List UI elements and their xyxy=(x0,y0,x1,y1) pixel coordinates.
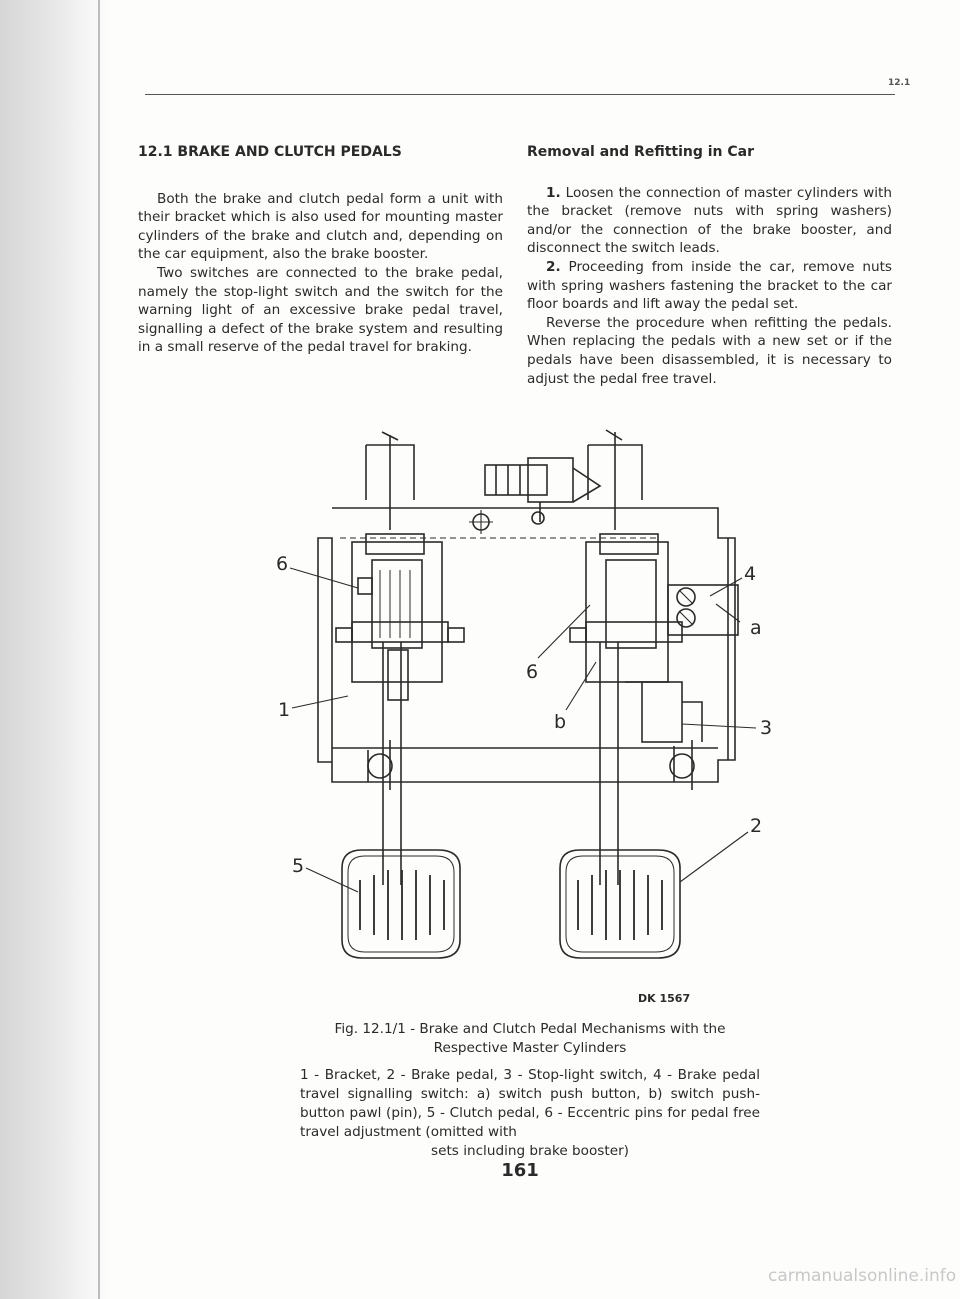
step-1: 1. Loosen the connection of master cylin… xyxy=(527,184,892,258)
closing-paragraph: Reverse the procedure when refitting the… xyxy=(527,314,892,387)
procedure-heading: Removal and Refitting in Car xyxy=(527,144,755,160)
figure-label-2: 2 xyxy=(750,815,762,837)
pedal-drawing: 6 1 5 6 b 4 a 3 2 DK 1567 xyxy=(276,429,772,1005)
switches-paragraph: Two switches are connected to the brake … xyxy=(138,264,503,356)
figure-legend-text: 1 - Bracket, 2 - Brake pedal, 3 - Stop-l… xyxy=(300,1067,760,1140)
figure-label-b: b xyxy=(554,711,566,733)
page-binding-shadow xyxy=(0,0,112,1299)
step-1-text: Loosen the connection of master cylinder… xyxy=(527,184,892,257)
binding-edge xyxy=(98,0,100,1299)
figure-legend-last-line: sets including brake booster) xyxy=(431,1143,629,1159)
figure-code: DK 1567 xyxy=(638,992,690,1005)
running-head: 12.1 xyxy=(888,78,911,88)
figure-label-5: 5 xyxy=(292,855,304,877)
pedal-mechanism-figure: 6 1 5 6 b 4 a 3 2 DK 1567 xyxy=(270,410,790,1015)
step-2-text: Proceeding from inside the car, remove n… xyxy=(527,258,892,313)
left-column: 12.1 BRAKE AND CLUTCH PEDALS Both the br… xyxy=(138,143,503,357)
figure-label-a: a xyxy=(750,617,762,639)
step-2-number: 2. xyxy=(546,258,561,275)
header-rule xyxy=(145,94,895,95)
figure-label-6-center: 6 xyxy=(526,661,538,683)
figure-label-3: 3 xyxy=(760,717,772,739)
watermark: carmanualsonline.info xyxy=(768,1266,957,1286)
intro-paragraph: Both the brake and clutch pedal form a u… xyxy=(138,190,503,263)
figure-label-1: 1 xyxy=(278,699,290,721)
page-number: 161 xyxy=(501,1160,539,1181)
figure-label-6-left: 6 xyxy=(276,553,288,575)
step-2: 2. Proceeding from inside the car, remov… xyxy=(527,258,892,314)
figure-caption-title: Fig. 12.1/1 - Brake and Clutch Pedal Mec… xyxy=(334,1021,726,1056)
step-1-number: 1. xyxy=(546,184,561,201)
figure-label-4: 4 xyxy=(744,563,756,585)
section-heading: 12.1 BRAKE AND CLUTCH PEDALS xyxy=(138,144,402,160)
right-column: Removal and Refitting in Car 1. Loosen t… xyxy=(527,143,892,388)
figure-legend: 1 - Bracket, 2 - Brake pedal, 3 - Stop-l… xyxy=(300,1066,760,1161)
